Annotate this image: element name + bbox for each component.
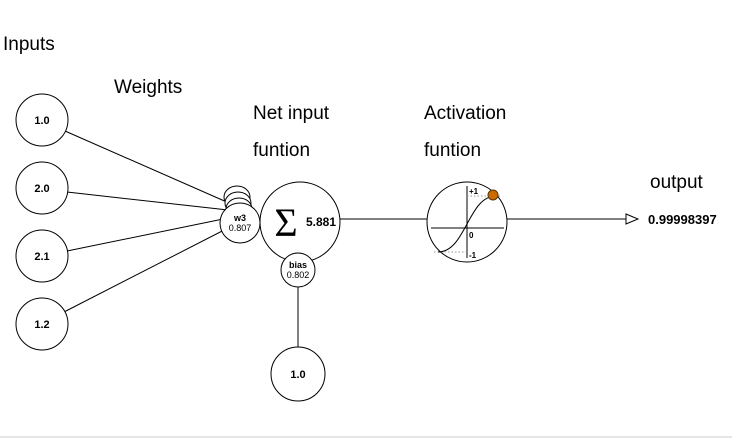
input-node-2: [15, 161, 69, 215]
weight-node-circle: [219, 202, 261, 244]
sigmoid-curve: [437, 195, 497, 253]
input-value-1: 1.0: [34, 115, 49, 127]
zero-label: 0: [469, 231, 474, 240]
net-input-label-line1: Net input: [253, 103, 330, 124]
input-node-1: [15, 93, 69, 147]
output-label: output: [650, 172, 704, 193]
bias-node-value: 0.802: [287, 270, 310, 280]
net-input-label-line2: funtion: [253, 140, 310, 161]
arrowhead-icon: [625, 213, 640, 225]
sigma-symbol: Σ: [274, 200, 297, 245]
input-node-3: [15, 229, 69, 283]
input-edge-3: [66, 217, 229, 252]
activation-label-line1: Activation: [424, 103, 506, 124]
input-node-4: [15, 297, 69, 351]
input-value-4: 1.2: [34, 319, 49, 331]
activation-point-dot: [487, 189, 499, 201]
sum-value: 5.881: [306, 215, 336, 229]
output-value: 0.99998397: [648, 212, 717, 227]
input-edge-2: [66, 191, 229, 211]
input-value-3: 2.1: [34, 251, 49, 263]
bias-input-circle: [270, 346, 326, 402]
plus-one-label: +1: [469, 187, 479, 196]
input-value-2: 2.0: [34, 183, 49, 195]
activation-label-line2: funtion: [424, 140, 481, 161]
weight-node-name: w3: [233, 213, 246, 223]
inputs-label: Inputs: [3, 34, 55, 55]
weight-node-value: 0.807: [229, 223, 252, 233]
bias-node-name: bias: [289, 260, 307, 270]
input-edge-1: [64, 130, 230, 204]
bias-input-value: 1.0: [290, 369, 305, 381]
weights-label: Weights: [114, 77, 182, 98]
minus-one-label: -1: [469, 251, 477, 260]
input-edge-4: [63, 226, 231, 313]
